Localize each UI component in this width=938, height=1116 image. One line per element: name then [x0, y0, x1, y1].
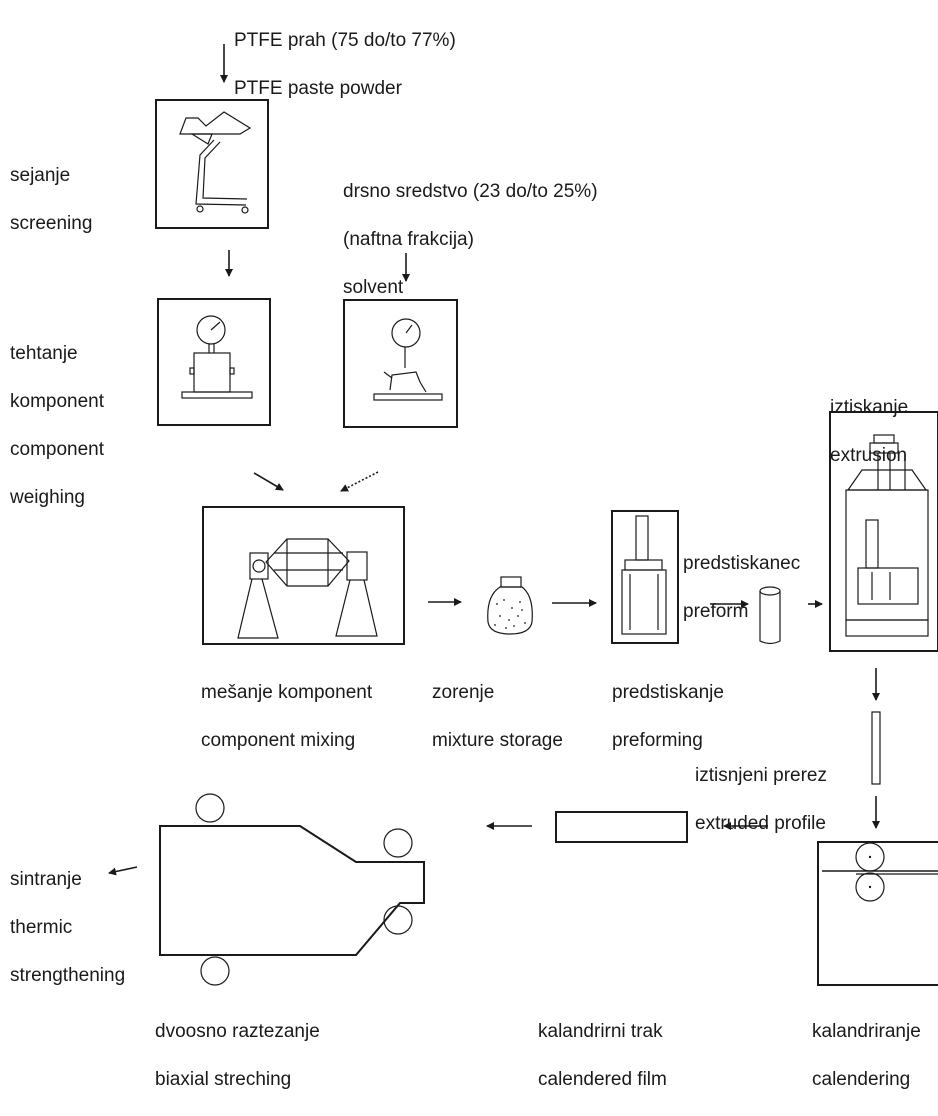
preforming-label-sl: predstiskanje: [612, 682, 724, 703]
weighing-label-sl1: tehtanje: [10, 343, 78, 364]
calendering-box: [817, 841, 938, 986]
storage-jar: [487, 576, 533, 635]
preforming-box: [611, 510, 679, 644]
screening-box: [155, 99, 269, 229]
film-label-sl: kalandrirni trak: [538, 1021, 663, 1042]
process-diagram: [108, 44, 938, 986]
arrow-weighing-to-mixing-left: [253, 472, 284, 491]
preform-label: predstiskanec preform: [683, 528, 800, 648]
weighing-label-en2: weighing: [10, 487, 85, 508]
calendered-film: [555, 811, 688, 843]
mixing-label: mešanje komponent component mixing: [201, 657, 372, 777]
mixing-label-en: component mixing: [201, 730, 356, 751]
preform-label-en: preform: [683, 601, 749, 622]
extrusion-box: [829, 411, 938, 652]
solvent-label: drsno sredstvo (23 do/to 25%) (naftna fr…: [343, 156, 598, 324]
sintering-label: sintranje thermic strengthening: [10, 844, 125, 1012]
ptfe-powder-label-en: PTFE paste powder: [234, 78, 402, 99]
solvent-label-sl2: (naftna frakcija): [343, 229, 474, 250]
profile-label-en: extruded profile: [695, 813, 826, 834]
solvent-label-sl: drsno sredstvo (23 do/to 25%): [343, 181, 598, 202]
preform-label-sl: predstiskanec: [683, 553, 801, 574]
stretching-label-en: biaxial streching: [155, 1069, 292, 1090]
sintering-label-sl: sintranje: [10, 869, 82, 890]
stretching-label: dvoosno raztezanje biaxial streching: [155, 996, 320, 1116]
film-label-en: calendered film: [538, 1069, 667, 1090]
preforming-label: predstiskanje preforming: [612, 657, 724, 777]
weighing-box-solvent: [343, 299, 458, 428]
preforming-label-en: preforming: [612, 730, 703, 751]
ptfe-powder-label-sl: PTFE prah (75 do/to 77%): [234, 30, 456, 51]
sintering-label-en1: thermic: [10, 917, 73, 938]
mixing-label-sl: mešanje komponent: [201, 682, 373, 703]
ptfe-powder-label: PTFE prah (75 do/to 77%) PTFE paste powd…: [234, 5, 456, 125]
storage-label: zorenje mixture storage: [432, 657, 563, 777]
weighing-label-en1: component: [10, 439, 105, 460]
storage-label-sl: zorenje: [432, 682, 495, 703]
screening-label-sl: sejanje: [10, 165, 71, 186]
extrusion-label: iztiskanje extrusion: [830, 372, 908, 492]
screening-label: sejanje screening: [10, 140, 92, 260]
extrusion-label-sl: iztiskanje: [830, 397, 909, 418]
profile-label-sl: iztisnjeni prerez: [695, 765, 827, 786]
calendering-label-sl: kalandriranje: [812, 1021, 921, 1042]
extrusion-label-en: extrusion: [830, 445, 908, 466]
film-label: kalandrirni trak calendered film: [538, 996, 667, 1116]
stretching-label-sl: dvoosno raztezanje: [155, 1021, 320, 1042]
calendering-label-en: calendering: [812, 1069, 911, 1090]
weighing-box-powder: [157, 298, 271, 426]
preform-cylinder: [759, 586, 781, 645]
mixing-box: [202, 506, 405, 645]
sintering-label-en2: strengthening: [10, 965, 126, 986]
profile-label: iztisnjeni prerez extruded profile: [695, 740, 827, 860]
solvent-label-en: solvent: [343, 277, 404, 298]
arrow-weighing-to-mixing-right: [340, 471, 379, 492]
arrow-stretching-to-sintering: [108, 866, 138, 876]
calendering-label: kalandriranje calendering: [812, 996, 921, 1116]
weighing-label: tehtanje komponent component weighing: [10, 318, 104, 534]
extruded-profile: [871, 711, 881, 785]
biaxial-stretching: [159, 793, 425, 986]
storage-label-en: mixture storage: [432, 730, 563, 751]
screening-label-en: screening: [10, 213, 93, 234]
weighing-label-sl2: komponent: [10, 391, 105, 412]
